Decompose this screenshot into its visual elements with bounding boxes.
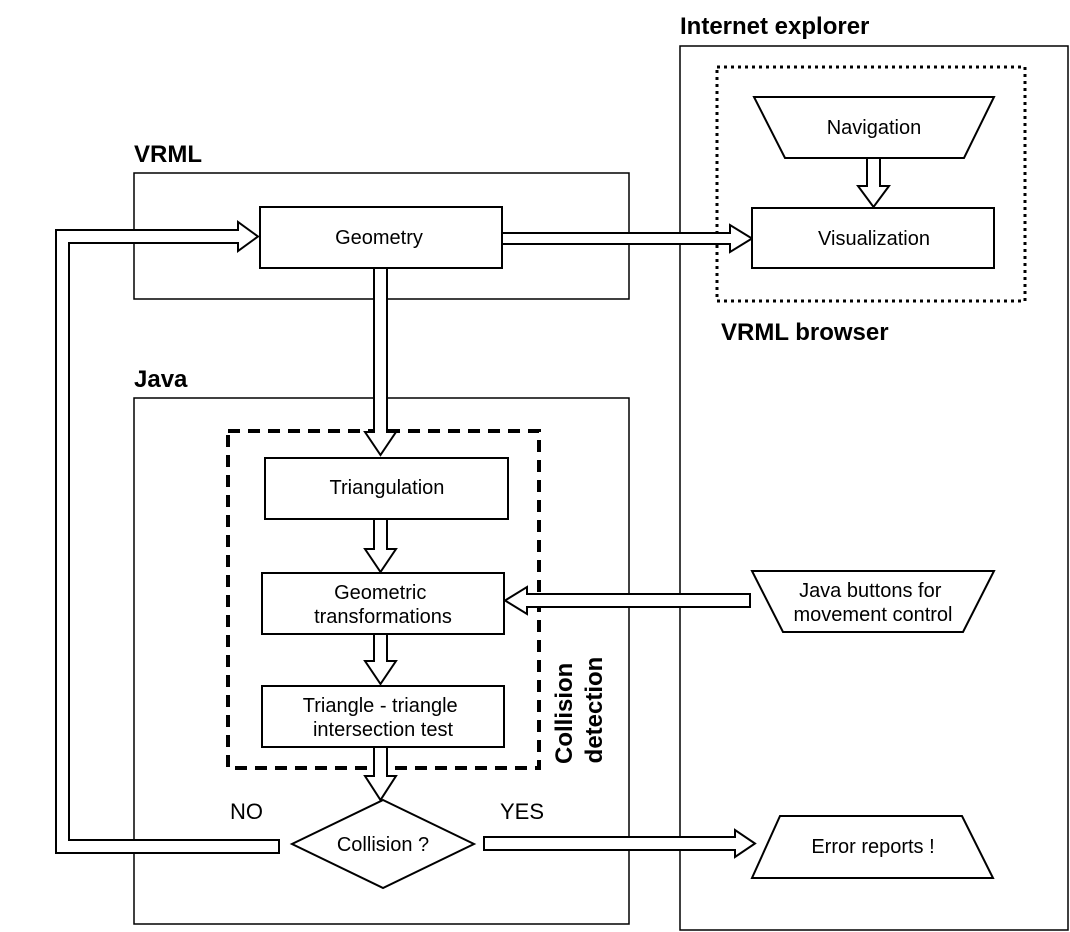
vrml-browser-label: VRML browser (721, 319, 889, 346)
error-reports-node (750, 815, 995, 879)
arrow-collision-to-error-reports (483, 828, 757, 859)
arrow-buttons-to-transformations (503, 585, 751, 616)
geometry-node (259, 206, 503, 269)
geometric-transformations-node (261, 572, 505, 635)
java-buttons-line-1: Java buttons for (799, 580, 942, 602)
yes-edge-label: YES (500, 799, 544, 824)
arrow-navigation-to-visualization (856, 157, 891, 209)
no-edge-label: NO (230, 799, 263, 824)
vrml-label: VRML (134, 141, 202, 168)
navigation-label: Navigation (827, 117, 922, 139)
visualization-node (751, 207, 995, 269)
geometric-transformations-line-2: transformations (314, 606, 452, 628)
geometry-label: Geometry (335, 227, 423, 249)
arrow-geometry-to-triangulation (363, 267, 398, 457)
java-label: Java (134, 366, 188, 393)
intersection-test-label: Triangle - triangle intersection test (303, 695, 463, 741)
visualization-label: Visualization (818, 228, 930, 250)
collision-detection-label: Collision detection (551, 656, 608, 764)
internet-explorer-frame (679, 45, 1069, 931)
java-buttons-label: Java buttons for movement control (794, 580, 953, 626)
arrow-geometry-to-visualization (501, 223, 754, 254)
geometric-transformations-line-1: Geometric (334, 582, 426, 604)
arrow-triangulation-to-transformations (363, 518, 398, 574)
collision-decision-label: Collision ? (337, 834, 429, 856)
collision-detection-line-2: detection (581, 657, 608, 764)
java-buttons-node (750, 570, 996, 633)
triangulation-node (264, 457, 509, 520)
collision-detection-line-1: Collision (551, 663, 578, 764)
intersection-test-line-1: Triangle - triangle (303, 695, 458, 717)
vrml-browser-frame (715, 65, 1027, 303)
arrow-intersection-to-collision (363, 746, 398, 802)
navigation-node (752, 96, 996, 159)
error-reports-label: Error reports ! (811, 836, 934, 858)
collision-decision-node (289, 798, 477, 890)
intersection-test-node (261, 685, 505, 748)
arrow-transformations-to-intersection (363, 633, 398, 686)
java-buttons-line-2: movement control (794, 604, 953, 626)
geometric-transformations-label: Geometric transformations (314, 582, 452, 628)
triangulation-label: Triangulation (330, 477, 445, 499)
intersection-test-line-2: intersection test (313, 719, 454, 741)
internet-explorer-label: Internet explorer (680, 13, 869, 40)
arrow-collision-no-loop (55, 220, 280, 854)
